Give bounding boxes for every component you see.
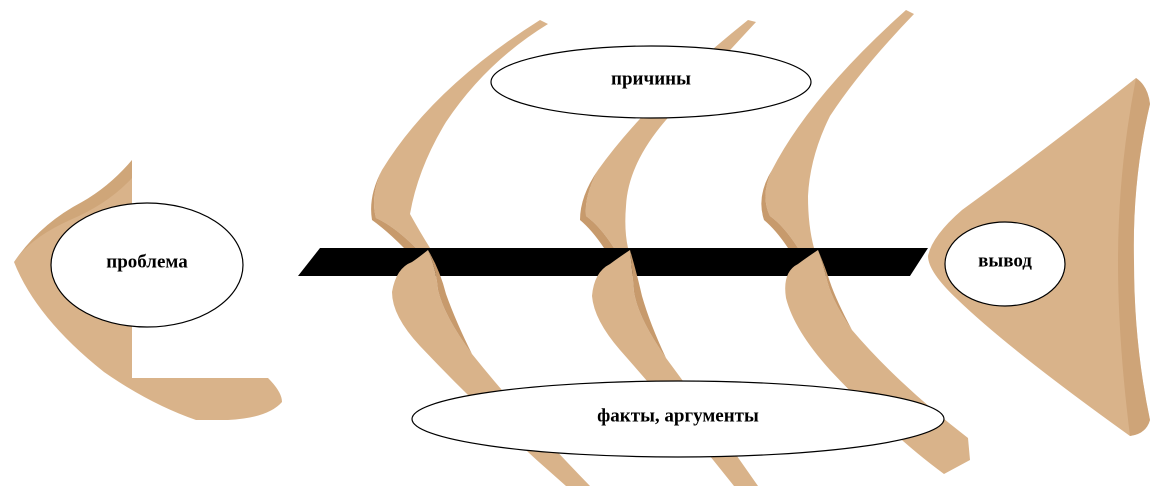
upper-bone-1 xyxy=(374,20,548,248)
fish-tail: проблема xyxy=(14,160,282,420)
facts-callout: факты, аргументы xyxy=(412,381,944,457)
causes-callout: причины xyxy=(491,46,811,118)
upper-bone-3 xyxy=(765,10,914,248)
conclusion-label: вывод xyxy=(978,250,1032,271)
causes-label: причины xyxy=(611,68,691,89)
problem-label: проблема xyxy=(106,251,188,272)
facts-label: факты, аргументы xyxy=(597,405,759,426)
fish-head: вывод xyxy=(928,78,1150,436)
